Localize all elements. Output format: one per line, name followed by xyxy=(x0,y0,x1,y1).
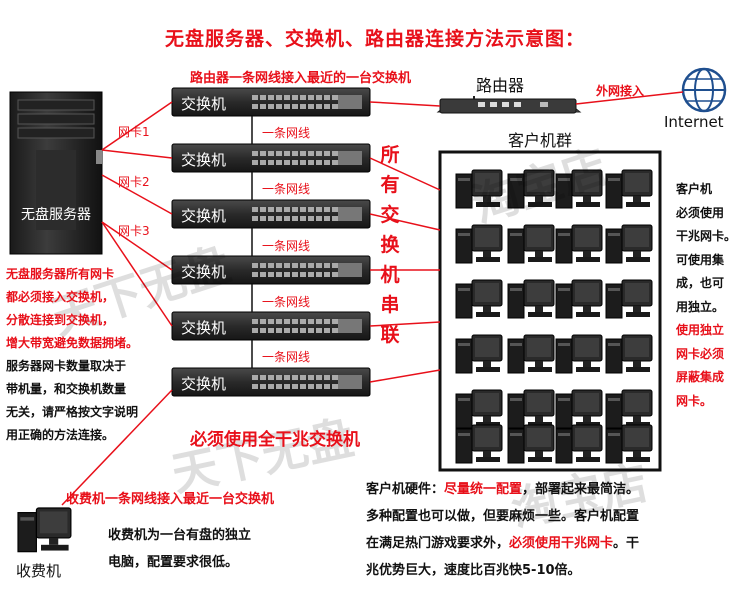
server-note-line: 用正确的方法连接。 xyxy=(6,428,115,442)
switch-1-label: 交换机 xyxy=(181,95,227,113)
hardware-line-3: 在满足热门游戏要求外，必须使用干兆网卡。干 xyxy=(366,536,640,551)
router-label: 路由器 xyxy=(476,76,525,95)
cashier-link-note: 收费机一条网线接入最近一台交换机 xyxy=(66,492,275,507)
internet-link-label: 外网接入 xyxy=(596,84,645,98)
client-note-line: 用独立。 xyxy=(676,299,725,314)
server-note-line: 都必须接入交换机， xyxy=(6,290,115,304)
cascade-char: 交 xyxy=(380,204,400,226)
nic-label-3: 网卡3 xyxy=(118,224,150,238)
hardware-line-1: 客户机硬件：尽量统一配置，部署起来最简洁。 xyxy=(366,482,640,497)
cable-label-5: 一条网线 xyxy=(262,350,311,364)
server-note-line: 分散连接到交换机， xyxy=(6,313,115,327)
switch-2-label: 交换机 xyxy=(181,151,227,169)
server-label: 无盘服务器 xyxy=(21,207,91,223)
client-note-line: 使用独立 xyxy=(676,323,725,337)
server-note: 无盘服务器所有网卡 都必须接入交换机， 分散连接到交换机， 增大带宽避免数据拥堵… xyxy=(6,263,181,447)
hardware-note: 客户机硬件：尽量统一配置，部署起来最简洁。 多种配置也可以做，但要麻烦一些。客户… xyxy=(366,476,750,584)
page-title: 无盘服务器、交换机、路由器连接方法示意图： xyxy=(164,28,585,50)
server-note-line: 服务器网卡数量取决于 xyxy=(6,359,127,373)
router-icon xyxy=(436,96,582,114)
gigabit-switch-note: 必须使用全干兆交换机 xyxy=(190,430,360,450)
cashier-desc-line: 收费机为一台有盘的独立 xyxy=(108,528,252,543)
cashier-label: 收费机 xyxy=(16,562,62,580)
cashier-desc-line: 电脑，配置要求很低。 xyxy=(108,555,239,570)
red-link-lines xyxy=(61,91,684,506)
internet-label: Internet xyxy=(664,113,724,131)
client-note-line: 成，也可 xyxy=(676,276,725,290)
client-group-label: 客户机群 xyxy=(508,131,573,150)
switch-6-icon xyxy=(171,367,371,397)
router-note: 路由器一条网线接入最近的一台交换机 xyxy=(190,71,412,86)
server-note-line: 无盘服务器所有网卡 xyxy=(6,267,115,281)
client-note-line: 干兆网卡。 xyxy=(676,229,737,243)
cascade-char: 有 xyxy=(380,174,400,196)
client-note-line: 客户机 xyxy=(676,182,713,196)
switch-4-label: 交换机 xyxy=(181,263,227,281)
internet-globe-icon xyxy=(681,67,727,113)
switch-3-label: 交换机 xyxy=(181,207,227,225)
cascade-char: 串 xyxy=(380,294,400,316)
client-note-line: 屏蔽集成 xyxy=(676,370,725,384)
switch-2-icon xyxy=(171,143,371,173)
switch-3-icon xyxy=(171,199,371,229)
hardware-line-2: 多种配置也可以做，但要麻烦一些。客户机配置 xyxy=(366,509,640,524)
server-note-line: 增大带宽避免数据拥堵。 xyxy=(6,336,139,350)
hardware-line-4: 兆优势巨大，速度比百兆快5-10倍。 xyxy=(366,563,581,578)
cable-label-4: 一条网线 xyxy=(262,295,311,309)
client-note-line: 网卡必须 xyxy=(676,346,725,361)
cable-label-1: 一条网线 xyxy=(262,126,311,140)
switch-6-label: 交换机 xyxy=(181,375,227,393)
client-note-line: 必须使用 xyxy=(676,205,725,220)
cascade-char: 换 xyxy=(380,234,400,256)
server-note-line: 无关，请严格按文字说明 xyxy=(6,405,139,419)
cashier-pc-icon xyxy=(17,507,72,553)
client-note-line: 网卡。 xyxy=(676,393,713,408)
switch-5-label: 交换机 xyxy=(181,319,227,337)
cascade-vertical-text: 所 有 交 换 机 串 联 xyxy=(376,140,404,350)
nic-label-2: 网卡2 xyxy=(118,175,150,189)
cascade-char: 联 xyxy=(380,324,400,346)
cashier-desc: 收费机为一台有盘的独立 电脑，配置要求很低。 xyxy=(108,522,348,576)
client-note: 客户机 必须使用 干兆网卡。 可使用集 成，也可 用独立。 使用独立 网卡必须 … xyxy=(676,178,744,413)
cascade-char: 所 xyxy=(380,144,400,166)
server-tower-icon xyxy=(9,91,103,255)
client-note-line: 可使用集 xyxy=(676,252,725,267)
cable-label-3: 一条网线 xyxy=(262,239,311,253)
cascade-char: 机 xyxy=(380,264,400,286)
nic-label-1: 网卡1 xyxy=(118,125,150,139)
cable-label-2: 一条网线 xyxy=(262,182,311,196)
server-note-line: 带机量，和交换机数量 xyxy=(6,382,127,396)
